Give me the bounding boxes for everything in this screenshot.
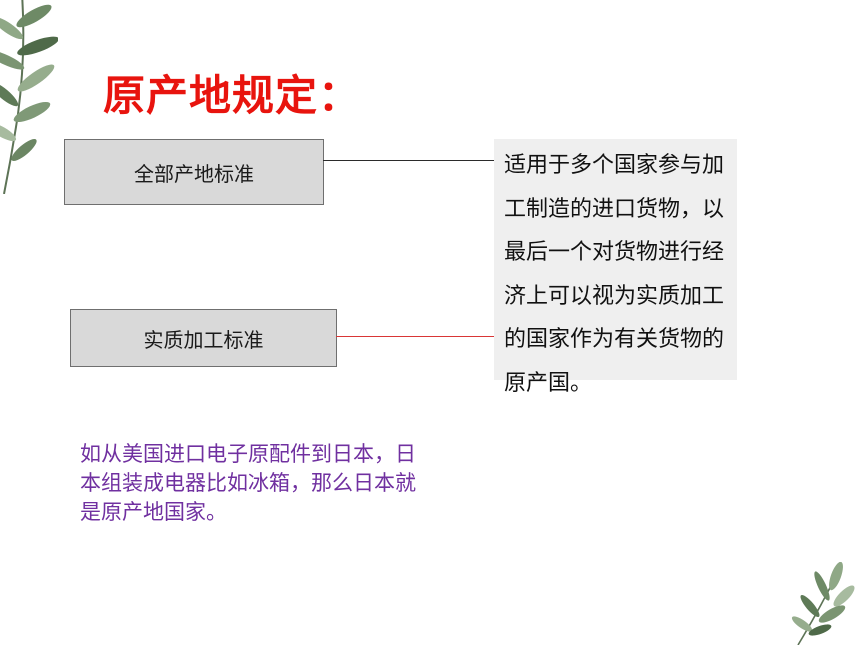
example-text: 如从美国进口电子原配件到日本，日本组装成电器比如冰箱，那么日本就是原产地国家。 — [80, 442, 416, 524]
connector-line-top — [323, 160, 495, 161]
slide-title: 原产地规定： — [103, 71, 362, 121]
definition-panel: 适用于多个国家参与加工制造的进口货物，以最后一个对货物进行经济上可以视为实质加工… — [494, 139, 737, 396]
leaf-branch-icon — [791, 562, 855, 645]
standard-box-whole-origin: 全部产地标准 — [64, 139, 324, 205]
standard-box-substantial-processing: 实质加工标准 — [70, 309, 337, 367]
definition-text: 适用于多个国家参与加工制造的进口货物，以最后一个对货物进行经济上可以视为实质加工… — [504, 153, 725, 396]
standard-label: 全部产地标准 — [134, 161, 254, 186]
leaf-branch-icon — [0, 0, 58, 194]
connector-line-bottom — [336, 336, 496, 337]
standard-label: 实质加工标准 — [143, 327, 264, 352]
